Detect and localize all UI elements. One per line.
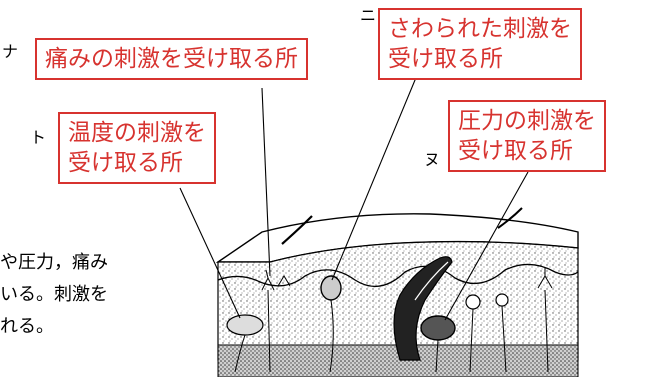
- hair-shaft-inner: [414, 261, 449, 301]
- label-pressure-line-1: 圧力の刺激を: [458, 108, 596, 134]
- receptor-small-1: [465, 294, 481, 310]
- leader-touch: [331, 67, 421, 281]
- pressure-receptor: [420, 315, 456, 341]
- nerve-fiber-5: [469, 308, 474, 373]
- label-touch-line-2: 受け取る所: [388, 46, 503, 72]
- nerve-fiber-4: [435, 339, 439, 373]
- leader-pressure: [444, 171, 529, 321]
- label-temperature-line-1: 温度の刺激を: [68, 120, 206, 146]
- marker-ni: ニ: [360, 6, 377, 25]
- leader-pain: [261, 87, 271, 277]
- touch-receptor: [320, 275, 342, 301]
- hair-follicle: [393, 256, 453, 361]
- free-nerve-endings-2: [537, 268, 553, 289]
- nerve-fiber-1: [234, 334, 246, 373]
- marker-to: ト: [30, 128, 47, 147]
- marker-nu: ヌ: [424, 150, 441, 169]
- hair-1: [281, 215, 313, 245]
- label-pressure-line-2: 受け取る所: [458, 138, 573, 164]
- background-text-line-1: や圧力，痛み: [0, 252, 108, 273]
- background-text-line-3: れる。: [0, 316, 54, 337]
- label-pressure-receptor: 圧力の刺激を 受け取る所: [448, 100, 606, 172]
- nerve-fiber-3: [329, 299, 334, 373]
- nerve-fiber-2: [267, 289, 271, 373]
- epidermis-dermis-boundary: [217, 263, 579, 288]
- marker-na: ナ: [2, 42, 19, 61]
- label-pain-receptor: 痛みの刺激を受け取る所: [35, 38, 308, 80]
- nerve-fiber-7: [544, 289, 549, 373]
- nerve-fiber-6: [501, 305, 507, 373]
- hair-2: [497, 207, 523, 229]
- label-temperature-line-2: 受け取る所: [68, 150, 183, 176]
- subcutaneous-band: [217, 344, 579, 377]
- skin-block: [215, 207, 579, 377]
- temperature-receptor: [226, 314, 264, 336]
- leader-lines: [179, 67, 529, 321]
- label-temperature-receptor: 温度の刺激を 受け取る所: [58, 112, 216, 184]
- label-pain-line-1: 痛みの刺激を受け取る所: [45, 46, 298, 72]
- leader-temperature: [179, 187, 241, 319]
- free-nerve-endings: [261, 269, 291, 291]
- label-touch-line-1: さわられた刺激を: [388, 16, 572, 42]
- label-touch-receptor: さわられた刺激を 受け取る所: [378, 8, 582, 80]
- background-text-line-2: いる。刺激を: [0, 284, 108, 305]
- receptor-small-2: [495, 293, 509, 307]
